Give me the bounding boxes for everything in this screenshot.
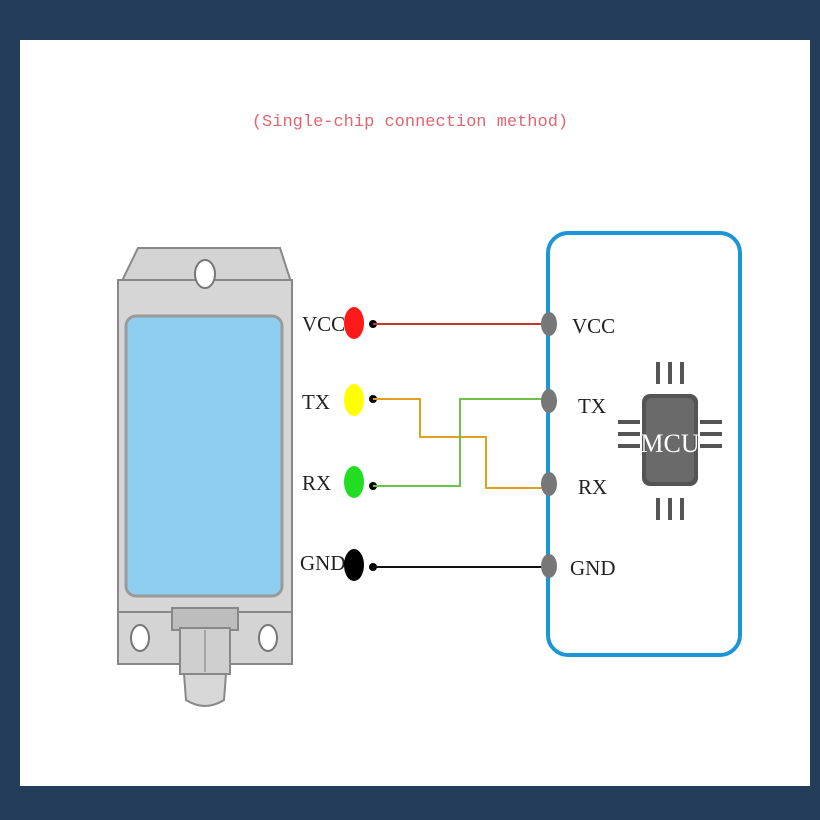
mcu-pin-rx-label: RX: [578, 475, 607, 499]
chip-pin: [668, 362, 672, 384]
sensor-pin-vcc-label: VCC: [302, 312, 345, 336]
sensor-module: [117, 247, 294, 707]
mcu-gnd-terminal: [541, 554, 557, 578]
sensor-bottom-hole-right: [258, 624, 278, 652]
chip-pin: [680, 498, 684, 520]
chip-body-inner: [646, 398, 694, 482]
mcu-pin-gnd-label: GND: [570, 556, 616, 580]
cable-gland-cap: [182, 673, 228, 707]
mcu-rx-terminal: [541, 472, 557, 496]
sensor-vcc-dot: [344, 307, 364, 339]
mcu-tx-terminal: [541, 389, 557, 413]
chip-pin: [700, 432, 722, 436]
sensor-pin-dots: [344, 307, 377, 581]
mcu-board-outline: [546, 231, 742, 657]
sensor-pin-tx-label: TX: [302, 390, 330, 414]
mcu-pin-vcc-label: VCC: [572, 314, 615, 338]
wire-tx-to-rx: [373, 398, 545, 489]
chip-pin: [680, 362, 684, 384]
chip-pin: [700, 444, 722, 448]
chip-pin: [618, 444, 640, 448]
cable-gland-base: [171, 607, 239, 631]
wire-rx-to-tx: [373, 398, 545, 487]
sensor-gnd-dot: [344, 549, 364, 581]
sensor-pin-rx-label: RX: [302, 471, 331, 495]
mcu-pin-tx-label: TX: [578, 394, 606, 418]
chip-pin: [656, 362, 660, 384]
mcu-vcc-terminal: [541, 312, 557, 336]
chip-pin: [618, 432, 640, 436]
chip-pin: [700, 420, 722, 424]
mcu-label: MCU: [640, 429, 699, 458]
diagram-title: (Single-chip connection method): [251, 113, 569, 132]
sensor-top-hole: [194, 259, 216, 289]
sensor-pin-labels: VCC TX RX GND: [300, 312, 346, 575]
wires: [373, 323, 545, 568]
chip-pin: [668, 498, 672, 520]
chip-pin: [656, 498, 660, 520]
sensor-bottom-hole-left: [130, 624, 150, 652]
mcu-board: VCC TX RX GND: [541, 231, 742, 657]
sensor-rx-dot: [344, 466, 364, 498]
sensor-face: [124, 314, 284, 598]
sensor-tx-dot: [344, 384, 364, 416]
sensor-pin-gnd-label: GND: [300, 551, 346, 575]
mcu-chip-icon: MCU: [618, 362, 722, 520]
chip-pin: [618, 420, 640, 424]
